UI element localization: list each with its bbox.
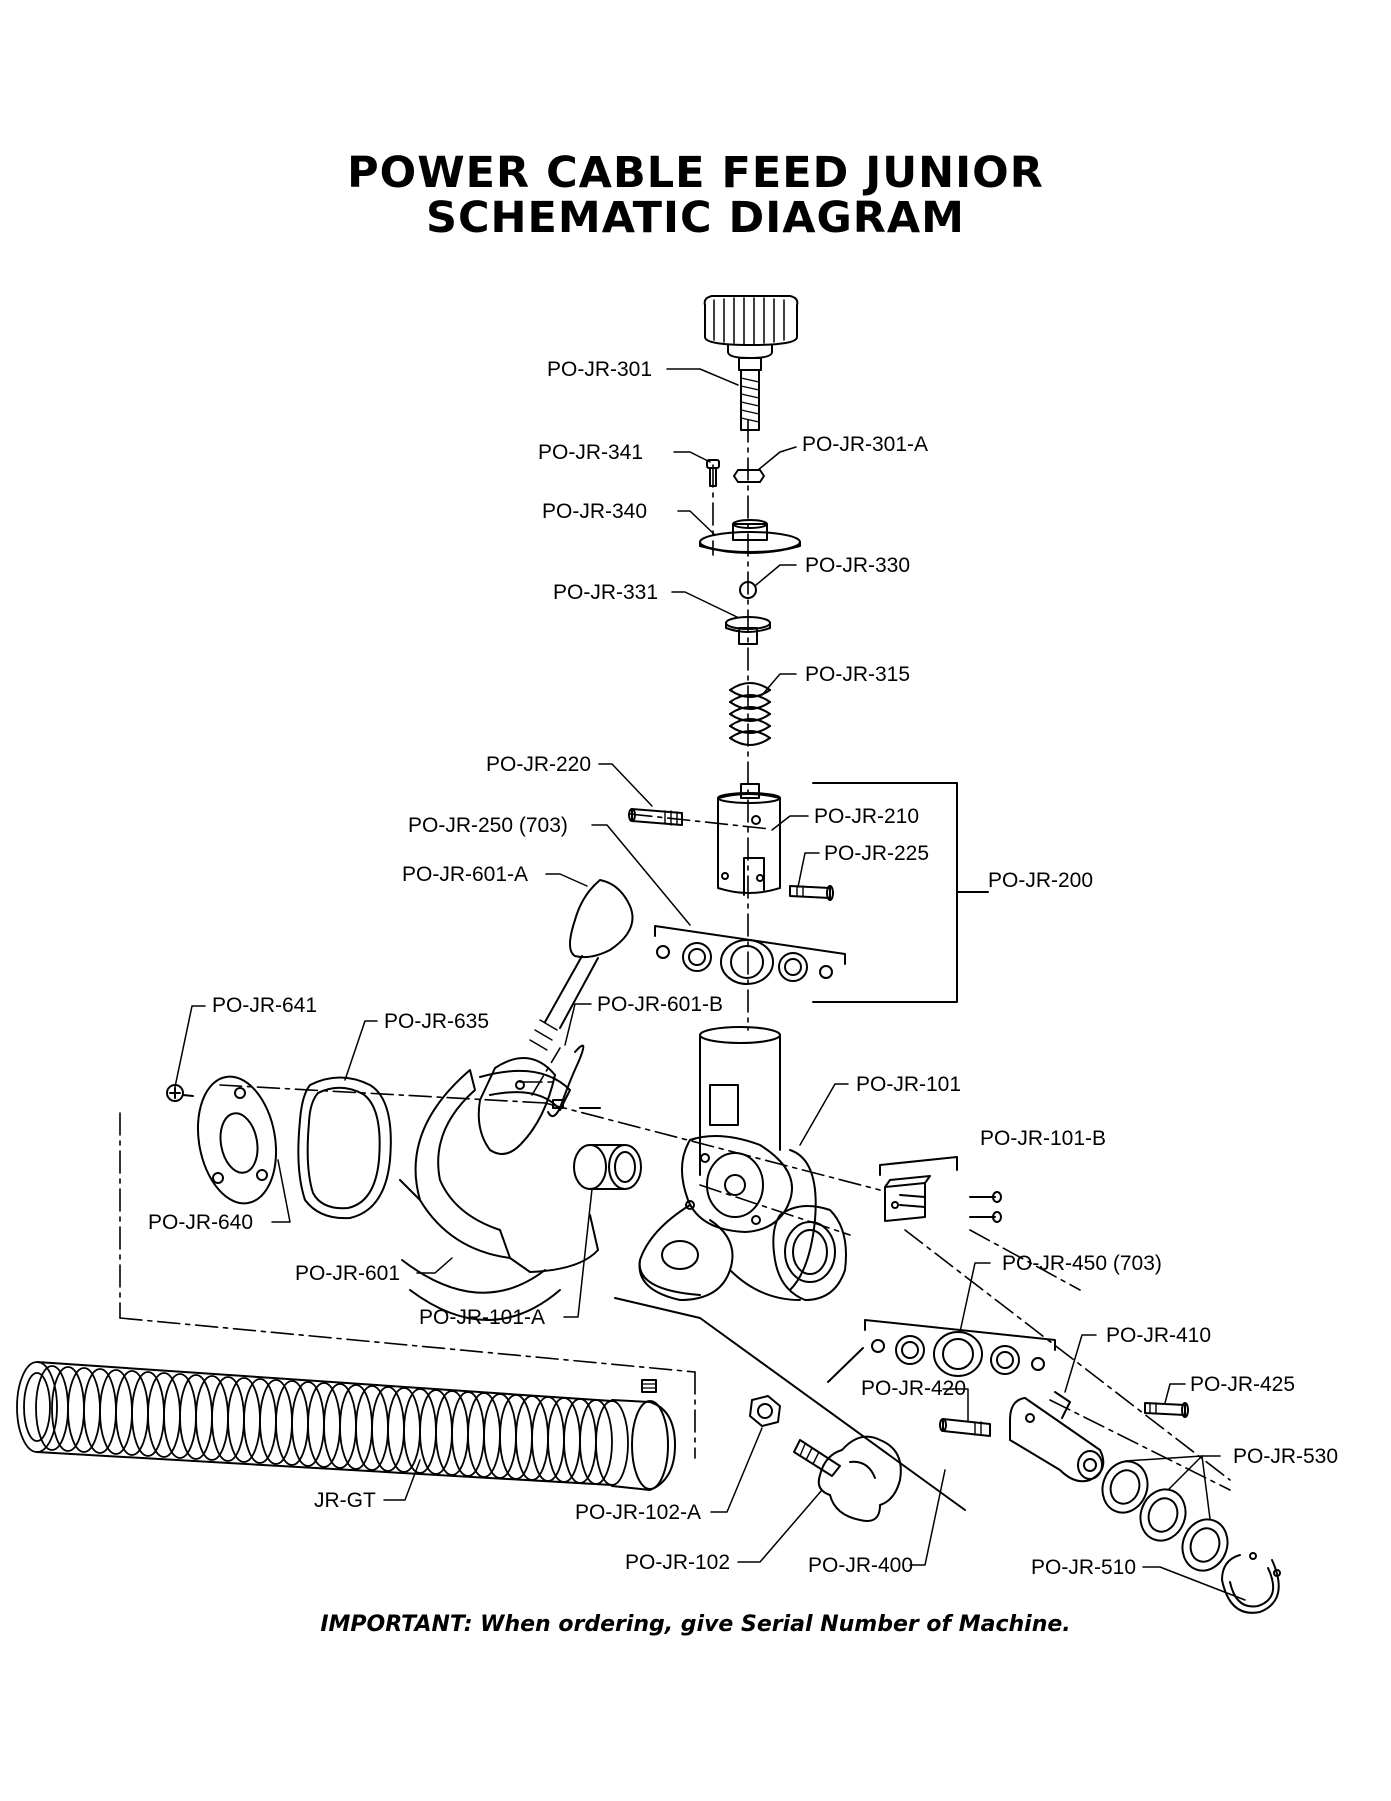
label-jr-gt: JR-GT	[314, 1489, 376, 1512]
lever-po-jr-601	[399, 1057, 599, 1321]
bracket-po-jr-101-b	[879, 1156, 1002, 1223]
label-po-jr-101-b: PO-JR-101-B	[980, 1127, 1106, 1150]
label-po-jr-301: PO-JR-301	[547, 358, 652, 381]
label-po-jr-420: PO-JR-420	[861, 1377, 966, 1400]
label-po-jr-301-a: PO-JR-301-A	[802, 433, 928, 456]
nut-po-jr-301-a	[733, 469, 765, 483]
bracket-po-jr-400	[614, 1297, 966, 1511]
label-po-jr-101: PO-JR-101	[856, 1073, 961, 1096]
label-po-jr-400: PO-JR-400	[808, 1554, 913, 1577]
knob-po-jr-102	[793, 1435, 902, 1522]
pin-po-jr-425	[1144, 1402, 1189, 1418]
label-po-jr-330: PO-JR-330	[805, 554, 910, 577]
block-po-jr-210	[717, 783, 781, 896]
label-po-jr-340: PO-JR-340	[542, 500, 647, 523]
label-po-jr-225: PO-JR-225	[824, 842, 929, 865]
label-po-jr-102: PO-JR-102	[625, 1551, 730, 1574]
spring-po-jr-601-b	[547, 1044, 601, 1118]
gasket-po-jr-635	[297, 1076, 392, 1220]
label-po-jr-250: PO-JR-250 (703)	[408, 814, 568, 837]
diagram-title-line-1: POWER CABLE FEED JUNIOR	[347, 148, 1044, 198]
nut-po-jr-102-a	[749, 1395, 781, 1427]
label-po-jr-425: PO-JR-425	[1190, 1373, 1295, 1396]
label-po-jr-601-a: PO-JR-601-A	[402, 863, 528, 886]
ordering-note: IMPORTANT: When ordering, give Serial Nu…	[320, 1612, 1071, 1637]
bracket-po-jr-200	[812, 782, 989, 1003]
label-po-jr-315: PO-JR-315	[805, 663, 910, 686]
guide-tube-jr-gt	[16, 1361, 676, 1491]
handle-po-jr-601-a	[529, 879, 634, 1051]
label-po-jr-450: PO-JR-450 (703)	[1002, 1252, 1162, 1275]
label-po-jr-101-a: PO-JR-101-A	[419, 1306, 545, 1329]
pin-po-jr-420	[939, 1418, 991, 1437]
label-po-jr-601: PO-JR-601	[295, 1262, 400, 1285]
part-labels: PO-JR-301 PO-JR-341 PO-JR-301-A PO-JR-34…	[148, 358, 1338, 1579]
bearing-set-po-jr-450	[864, 1319, 1056, 1377]
pin-po-jr-220	[628, 808, 683, 826]
bearing-set-po-jr-250	[654, 925, 846, 985]
leader-lines	[174, 368, 1246, 1601]
pin-po-jr-225	[789, 885, 834, 901]
bushing-po-jr-101-a	[573, 1144, 642, 1190]
label-po-jr-331: PO-JR-331	[553, 581, 658, 604]
block-po-jr-410	[1009, 1391, 1105, 1483]
screw-po-jr-341	[706, 459, 720, 487]
screw-po-jr-641	[166, 1084, 194, 1102]
label-po-jr-102-a: PO-JR-102-A	[575, 1501, 701, 1524]
label-po-jr-341: PO-JR-341	[538, 441, 643, 464]
label-po-jr-530: PO-JR-530	[1233, 1445, 1338, 1468]
label-po-jr-210: PO-JR-210	[814, 805, 919, 828]
label-po-jr-510: PO-JR-510	[1031, 1556, 1136, 1579]
center-lines	[119, 419, 1231, 1491]
label-po-jr-641: PO-JR-641	[212, 994, 317, 1017]
plate-po-jr-340	[699, 519, 801, 554]
housing-po-jr-101	[638, 1026, 847, 1301]
label-po-jr-601-b: PO-JR-601-B	[597, 993, 723, 1016]
label-po-jr-635: PO-JR-635	[384, 1010, 489, 1033]
snap-ring-po-jr-510	[1221, 1552, 1281, 1614]
label-po-jr-640: PO-JR-640	[148, 1211, 253, 1234]
flange-po-jr-640	[196, 1075, 278, 1205]
label-po-jr-410: PO-JR-410	[1106, 1324, 1211, 1347]
label-po-jr-220: PO-JR-220	[486, 753, 591, 776]
washers-po-jr-530	[1101, 1460, 1229, 1572]
spring-po-jr-315	[729, 682, 771, 746]
diagram-title-line-2: SCHEMATIC DIAGRAM	[426, 193, 965, 243]
bushing-po-jr-331	[725, 616, 771, 645]
knob-po-jr-301	[703, 295, 799, 431]
label-po-jr-200: PO-JR-200	[988, 869, 1093, 892]
ball-po-jr-330	[739, 581, 757, 599]
